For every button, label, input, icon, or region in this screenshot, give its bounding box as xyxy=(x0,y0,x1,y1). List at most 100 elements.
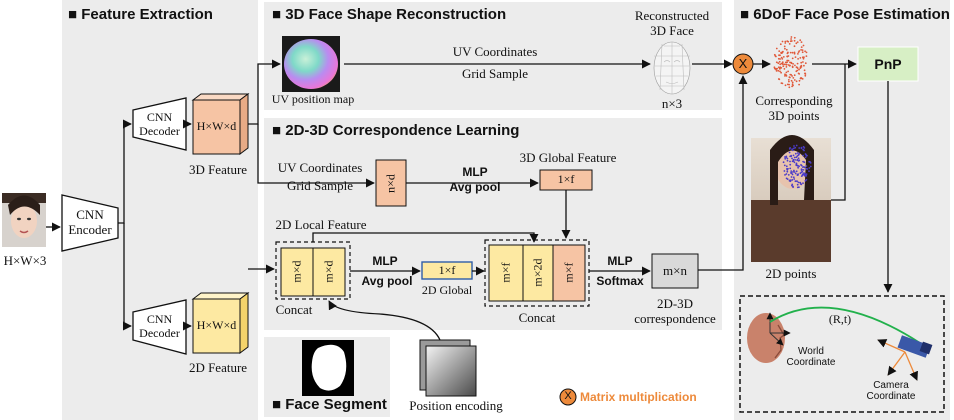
point-3d xyxy=(778,60,781,63)
point-3d xyxy=(798,79,801,82)
concat-label-2: Concat xyxy=(518,310,556,325)
point-3d xyxy=(800,46,803,48)
point-2d xyxy=(794,180,797,183)
point-3d xyxy=(800,41,803,43)
point-2d xyxy=(790,176,793,178)
point-2d xyxy=(783,164,786,167)
point-2d xyxy=(804,153,807,155)
pnp-label: PnP xyxy=(874,56,902,72)
point-2d xyxy=(800,146,803,149)
point-3d xyxy=(801,49,804,51)
point-3d xyxy=(794,56,797,58)
mlp-label-2d: MLP xyxy=(372,254,398,268)
point-2d xyxy=(798,147,801,149)
point-3d xyxy=(775,70,778,72)
point-3d xyxy=(782,56,785,58)
point-2d xyxy=(784,174,786,176)
mxn-label: m×n xyxy=(663,263,687,278)
point-2d xyxy=(797,157,800,160)
point-3d xyxy=(797,53,799,55)
point-2d xyxy=(786,159,789,162)
point-3d xyxy=(793,39,796,42)
feature3d-caption: 3D Feature xyxy=(188,162,248,177)
point-3d xyxy=(790,73,792,76)
point-3d xyxy=(777,62,780,65)
camera-model xyxy=(897,335,933,358)
cnn-decoder-2d-shape xyxy=(132,299,187,355)
point-2d xyxy=(792,160,795,163)
point-2d xyxy=(800,171,803,174)
point-2d xyxy=(799,181,802,184)
point-2d xyxy=(786,157,789,160)
point-2d xyxy=(802,154,804,157)
rt-label: (R,t) xyxy=(828,312,852,326)
point-3d xyxy=(795,70,798,73)
point-2d xyxy=(794,172,797,175)
point-2d xyxy=(792,154,795,157)
point-3d xyxy=(799,77,802,79)
point-3d xyxy=(784,47,786,50)
point-2d xyxy=(795,170,798,173)
shape-recon-panel xyxy=(264,2,722,110)
point-3d xyxy=(803,64,805,67)
point-3d xyxy=(791,81,794,84)
point-2d xyxy=(792,176,795,179)
point-2d xyxy=(797,181,800,184)
point-3d xyxy=(797,72,800,75)
point-2d xyxy=(789,163,792,166)
concat-label-1: Concat xyxy=(275,302,313,317)
point-3d xyxy=(780,71,782,74)
point-3d xyxy=(805,55,808,57)
point-2d xyxy=(789,160,791,163)
point-2d xyxy=(790,154,792,157)
feature3d-box-label: H×W×d xyxy=(196,119,237,133)
point-2d xyxy=(790,171,793,174)
point-3d xyxy=(784,61,787,64)
point-3d xyxy=(786,59,789,62)
point-3d xyxy=(801,78,804,80)
point-3d xyxy=(804,50,806,53)
points-2d-caption: 2D points xyxy=(765,266,817,281)
point-3d xyxy=(785,48,788,51)
point-3d xyxy=(791,51,794,54)
point-3d xyxy=(803,56,805,59)
point-2d xyxy=(796,180,798,183)
point-2d xyxy=(796,183,799,186)
point-3d xyxy=(788,76,791,79)
point-2d xyxy=(808,170,810,173)
avg-pool-label-3d: Avg pool xyxy=(449,180,501,194)
point-2d xyxy=(793,161,796,164)
point-3d xyxy=(780,67,783,69)
feature2d-caption: 2D Feature xyxy=(188,360,248,375)
avg-pool-label-2d: Avg pool xyxy=(361,274,413,288)
matmul-legend-symbol: X xyxy=(564,390,572,402)
point-2d xyxy=(791,157,793,160)
point-2d xyxy=(802,148,805,151)
point-2d xyxy=(788,147,791,150)
point-2d xyxy=(794,159,796,161)
point-3d xyxy=(779,43,782,46)
point-3d xyxy=(793,51,796,54)
nxd-label: n×d xyxy=(383,174,398,193)
point-2d xyxy=(795,156,798,159)
point-3d xyxy=(788,83,790,86)
point-3d xyxy=(798,83,800,86)
point-3d xyxy=(801,51,804,54)
point-3d xyxy=(785,74,787,76)
point-2d xyxy=(806,154,808,157)
point-2d xyxy=(785,173,788,175)
point-2d xyxy=(792,171,794,173)
point-2d xyxy=(795,144,798,147)
global2d-box-label: 1×f xyxy=(438,263,456,277)
local2d-caption: 2D Local Feature xyxy=(275,217,367,232)
point-3d xyxy=(783,45,786,48)
point-3d xyxy=(787,64,790,66)
correspondence-title: ■ 2D-3D Correspondence Learning xyxy=(272,122,520,139)
point-3d xyxy=(789,40,792,43)
point-3d xyxy=(800,61,803,64)
point-3d xyxy=(780,82,783,84)
point-2d xyxy=(804,156,807,159)
